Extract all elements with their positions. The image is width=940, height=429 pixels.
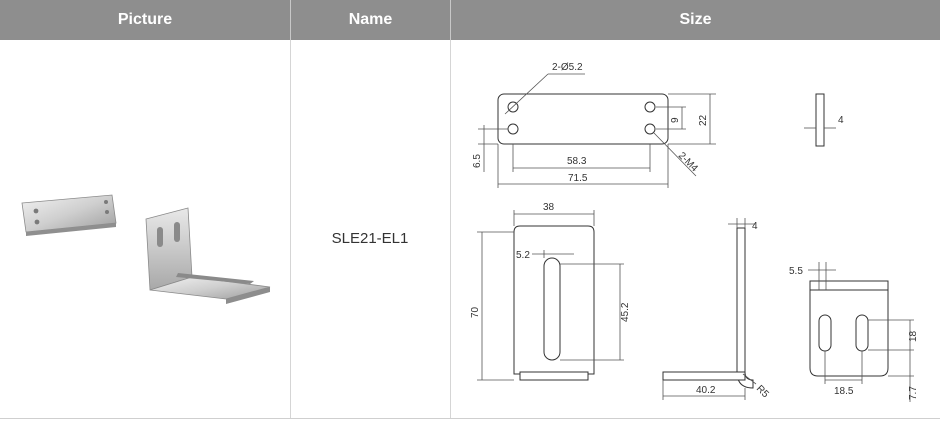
dim-length: 71.5 — [568, 173, 588, 184]
dim-end-slot-spacing: 18.5 — [834, 386, 854, 397]
dim-front-height: 70 — [470, 306, 481, 318]
product-picture — [21, 194, 271, 304]
header-name: Name — [348, 11, 393, 28]
l-bracket-image — [145, 207, 271, 304]
dim-end-offset: 5.5 — [789, 266, 803, 277]
dim-end-slot-height: 18 — [908, 330, 919, 342]
dim-height: 22 — [698, 114, 709, 126]
dim-l-thickness: 4 — [752, 221, 758, 232]
dim-l-radius: R5 — [754, 383, 771, 400]
dim-side-thickness: 4 — [838, 115, 844, 126]
l-view-drawing: 4 40.2 R5 — [662, 218, 771, 400]
header-picture: Picture — [117, 11, 173, 28]
top-view-drawing: 2-Ø5.2 58.3 71.5 9 22 6.5 2-M4 — [472, 62, 716, 188]
side-view-drawing: 4 — [804, 93, 844, 147]
dim-hole-spacing: 9 — [670, 117, 681, 123]
column-divider — [450, 40, 451, 419]
header-divider — [290, 0, 291, 40]
dim-front-width: 38 — [543, 202, 555, 213]
header-size: Size — [679, 11, 712, 28]
row-divider — [0, 418, 940, 419]
dim-l-base: 40.2 — [696, 385, 716, 396]
dim-slot-offset: 5.2 — [516, 250, 530, 261]
dim-end-bottom: 7.7 — [908, 386, 919, 400]
front-view-drawing: 38 5.2 70 45.2 — [470, 202, 631, 381]
table-header: Picture Name Size — [0, 0, 940, 40]
dim-pitch: 58.3 — [567, 156, 587, 167]
dim-thread: 2-M4 — [676, 150, 700, 174]
dim-holes: 2-Ø5.2 — [552, 62, 583, 73]
header-divider — [450, 0, 451, 40]
end-view-drawing: 5.5 18 18.5 7.7 — [789, 262, 919, 402]
flat-plate-image — [21, 194, 117, 236]
dim-slot-length: 45.2 — [620, 302, 631, 322]
dim-edge: 6.5 — [472, 154, 483, 168]
product-name: SLE21-EL1 — [331, 230, 409, 247]
column-divider — [290, 40, 291, 419]
